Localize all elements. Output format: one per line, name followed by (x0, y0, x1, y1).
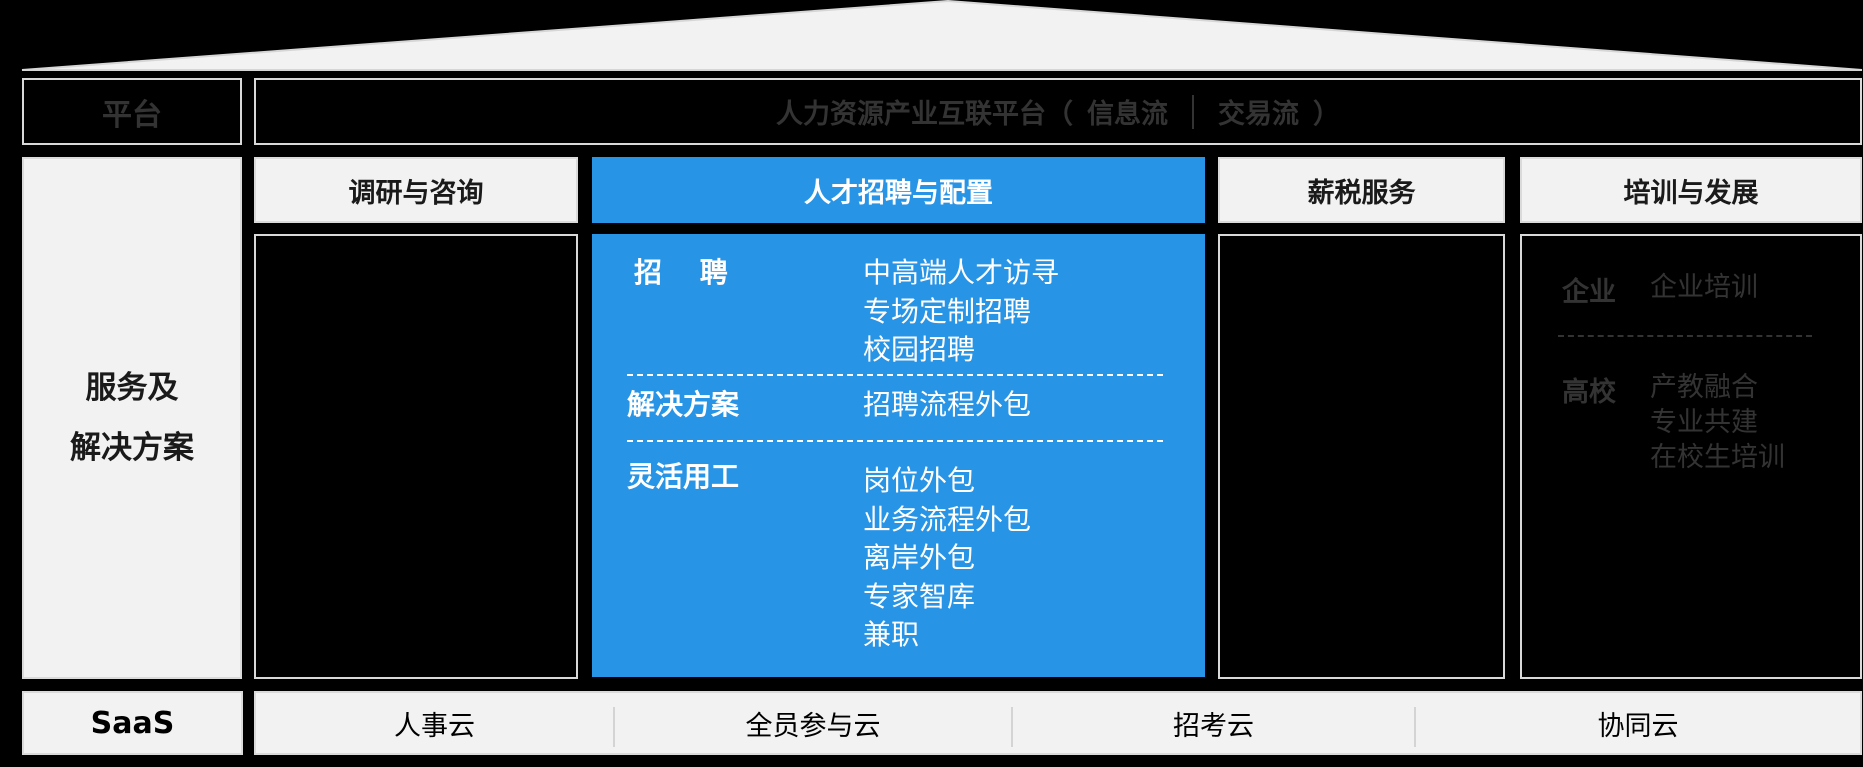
platform-label-box: 平台 (22, 78, 242, 145)
saas-divider (1011, 707, 1013, 747)
platform-bar: 人力资源产业互联平台（ 信息流 交易流 ） (254, 78, 1862, 145)
saas-item-exam-cloud[interactable]: 招考云 (1173, 710, 1254, 742)
trade-flow-label: 交易流 (1218, 99, 1299, 130)
group-enterprise: 企业 企业培训 (1562, 270, 1822, 310)
list-item[interactable]: 专场定制招聘 (863, 294, 1032, 328)
list-item[interactable]: 专家智库 (863, 579, 976, 613)
saas-label: SaaS (90, 705, 175, 741)
saas-divider (1414, 707, 1416, 747)
info-flow-label: 信息流 (1087, 99, 1168, 130)
saas-bar: 人事云 全员参与云 招考云 协同云 (254, 691, 1862, 755)
group-label: 高校 (1562, 377, 1616, 408)
column-header-research[interactable]: 调研与咨询 (254, 157, 578, 223)
saas-label-box: SaaS (22, 691, 243, 755)
column-title-training: 培训与发展 (1623, 177, 1759, 209)
list-item[interactable]: 兼职 (863, 618, 920, 651)
dashed-divider (1558, 335, 1812, 337)
column-header-payroll[interactable]: 薪税服务 (1218, 157, 1505, 223)
list-item[interactable]: 企业培训 (1650, 272, 1758, 303)
list-item[interactable]: 业务流程外包 (863, 502, 1032, 536)
group-items: 产教融合 专业共建 在校生培训 (1650, 370, 1785, 475)
services-label-line2: 解决方案 (70, 430, 194, 466)
column-body-research (254, 234, 578, 679)
column-body-training: 企业 企业培训 高校 产教融合 专业共建 在校生培训 (1520, 234, 1862, 679)
group-flexible-staffing: 灵活用工 岗位外包 业务流程外包 离岸外包 专家智库 兼职 (627, 458, 1165, 658)
group-label: 企业 (1562, 277, 1616, 308)
list-item[interactable]: 产教融合 (1650, 372, 1758, 403)
group-label: 解决方案 (627, 388, 740, 421)
group-label: 灵活用工 (627, 460, 740, 493)
list-item[interactable]: 专业共建 (1650, 407, 1758, 438)
services-label-box: 服务及 解决方案 (22, 157, 242, 679)
saas-item-engagement-cloud[interactable]: 全员参与云 (745, 710, 881, 742)
column-header-recruitment[interactable]: 人才招聘与配置 (592, 157, 1205, 223)
services-label: 服务及 解决方案 (70, 358, 194, 478)
column-title-recruitment: 人才招聘与配置 (804, 177, 993, 209)
column-body-recruitment: 招 聘 中高端人才访寻 专场定制招聘 校园招聘 解决方案 招聘流程外包 灵活用工… (592, 234, 1205, 677)
list-item[interactable]: 岗位外包 (863, 464, 976, 497)
group-items: 招聘流程外包 (863, 386, 1031, 425)
list-item[interactable]: 校园招聘 (863, 333, 976, 366)
column-title-payroll: 薪税服务 (1307, 177, 1416, 209)
dashed-divider (627, 374, 1163, 376)
group-university: 高校 产教融合 专业共建 在校生培训 (1562, 370, 1822, 480)
group-label: 招 聘 (634, 256, 728, 289)
flow-divider (1192, 94, 1194, 129)
list-item[interactable]: 中高端人才访寻 (863, 256, 1060, 289)
column-title-research: 调研与咨询 (348, 177, 484, 209)
platform-title-text: 人力资源产业互联平台（ (776, 99, 1073, 130)
roof-shape (21, 0, 1863, 71)
group-items: 中高端人才访寻 专场定制招聘 校园招聘 (863, 254, 1059, 370)
platform-title-close: ） (1313, 99, 1340, 130)
saas-divider (613, 707, 615, 747)
group-items: 岗位外包 业务流程外包 离岸外包 专家智库 兼职 (863, 462, 1031, 655)
platform-title: 人力资源产业互联平台（ 信息流 交易流 ） (776, 92, 1340, 131)
group-recruiting: 招 聘 中高端人才访寻 专场定制招聘 校园招聘 (627, 254, 1165, 374)
dashed-divider (627, 440, 1163, 442)
column-header-training[interactable]: 培训与发展 (1520, 157, 1862, 223)
group-items: 企业培训 (1650, 270, 1758, 305)
saas-item-collab-cloud[interactable]: 协同云 (1597, 710, 1679, 742)
platform-label: 平台 (102, 97, 162, 133)
services-label-line1: 服务及 (85, 370, 179, 406)
list-item[interactable]: 招聘流程外包 (863, 388, 1032, 421)
column-body-payroll (1218, 234, 1505, 679)
group-solutions: 解决方案 招聘流程外包 (627, 386, 1165, 426)
list-item[interactable]: 在校生培训 (1650, 442, 1785, 473)
saas-item-hr-cloud[interactable]: 人事云 (394, 710, 475, 742)
list-item[interactable]: 离岸外包 (863, 541, 976, 574)
